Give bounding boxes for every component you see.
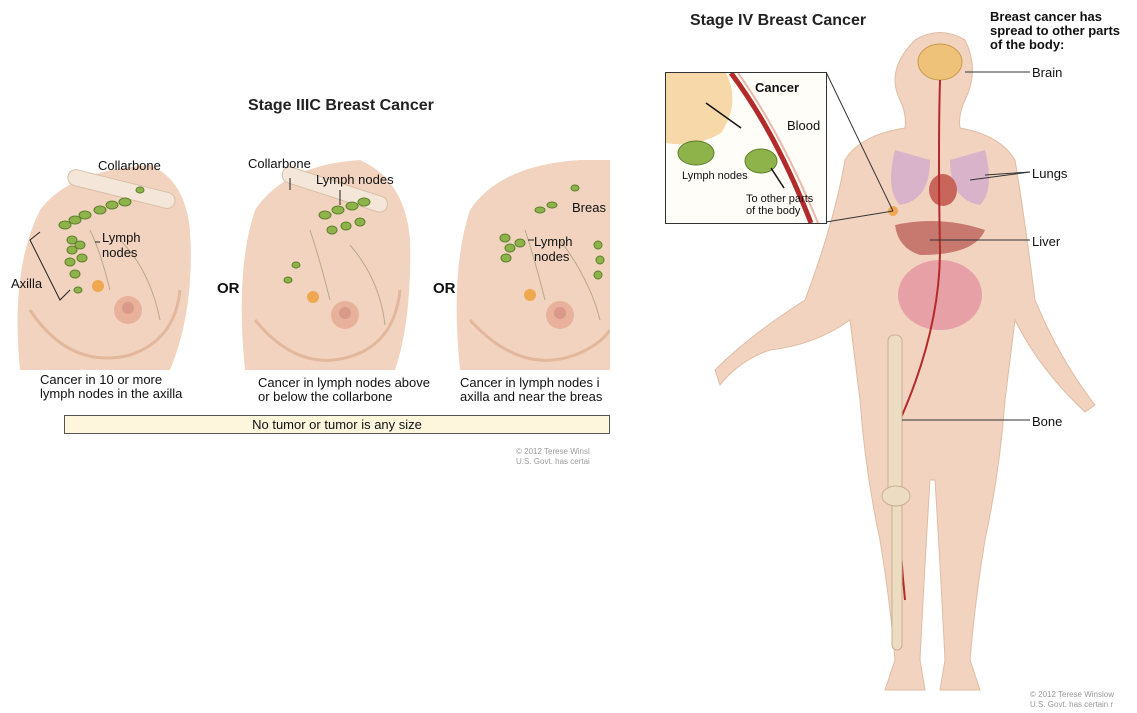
lymph-nodes-label-2: Lymph nodes xyxy=(316,172,394,187)
inset-lymph-nodes-label: Lymph nodes xyxy=(682,169,748,184)
stage3c-copyright: © 2012 Terese Winsl U.S. Govt. has certa… xyxy=(516,447,610,467)
inset-to-other-label: To other parts of the body xyxy=(746,193,813,217)
breast-label-3: Breas xyxy=(572,200,606,215)
collarbone-label-1: Collarbone xyxy=(98,158,161,173)
stage4-copyright: © 2012 Terese Winslow U.S. Govt. has cer… xyxy=(1030,690,1137,710)
or-connector-2: OR xyxy=(433,280,456,297)
panel1-caption: Cancer in 10 or more lymph nodes in the … xyxy=(40,373,182,401)
lymph-nodes-label-1: Lymph nodes xyxy=(102,230,141,260)
panel3-caption: Cancer in lymph nodes i axilla and near … xyxy=(460,376,610,404)
stage3c-illustrations xyxy=(0,150,610,380)
stage3c-title: Stage IIIC Breast Cancer xyxy=(248,97,434,115)
liver-label: Liver xyxy=(1032,234,1060,249)
axilla-label: Axilla xyxy=(11,276,42,291)
bone-label: Bone xyxy=(1032,414,1062,429)
breast-illustration-1 xyxy=(18,165,191,370)
panel2-caption: Cancer in lymph nodes above or below the… xyxy=(258,376,430,404)
brain-label: Brain xyxy=(1032,65,1062,80)
tumor-size-banner: No tumor or tumor is any size xyxy=(64,415,610,434)
inset-blood-label: Blood xyxy=(787,118,820,133)
collarbone-label-2: Collarbone xyxy=(248,156,311,171)
lungs-label: Lungs xyxy=(1032,166,1067,181)
or-connector-1: OR xyxy=(217,280,240,297)
breast-illustration-2 xyxy=(242,160,411,370)
breast-illustration-3 xyxy=(457,160,610,370)
inset-cancer-label: Cancer xyxy=(755,80,799,95)
lymph-nodes-label-3: Lymph nodes xyxy=(534,234,573,264)
